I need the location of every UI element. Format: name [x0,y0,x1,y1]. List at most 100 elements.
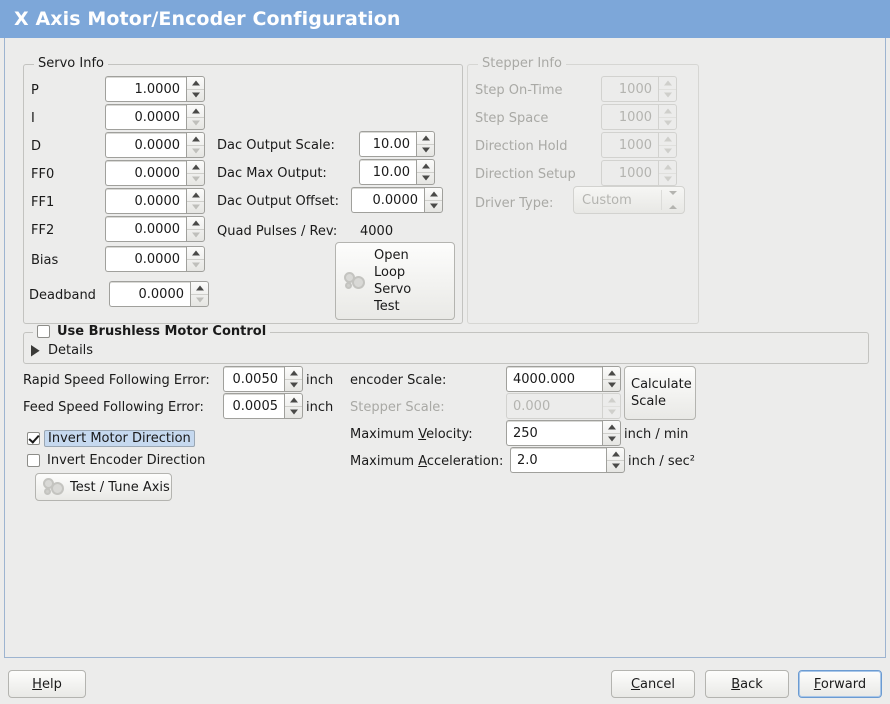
spin-up-icon[interactable] [425,188,442,201]
servo-spin-buttons-d[interactable] [186,132,205,158]
spin-down-icon[interactable] [285,407,302,419]
spin-down-icon[interactable] [417,173,434,185]
servo-spin-buttons-ff1[interactable] [186,188,205,214]
spin-down-icon[interactable] [603,380,620,392]
help-label: Help [32,676,62,692]
back-button[interactable]: Back [705,670,789,698]
maximum-velocity-value[interactable]: 250 [506,420,602,446]
help-button[interactable]: Help [8,670,86,698]
maximum-acceleration-input[interactable]: 2.0 [510,447,625,473]
rapid-speed-following-error-value[interactable]: 0.0050 [223,366,284,392]
servo-input-deadband[interactable]: 0.0000 [109,281,209,307]
forward-button[interactable]: Forward [798,670,882,698]
spin-down-icon[interactable] [417,145,434,157]
dac-max-output-value[interactable]: 10.00 [359,159,416,185]
feed-speed-following-error-input[interactable]: 0.0005 [223,393,303,419]
spin-down-icon[interactable] [285,380,302,392]
servo-input-d[interactable]: 0.0000 [105,132,205,158]
dac-output-scale-spin-buttons[interactable] [416,131,435,157]
servo-value-p[interactable]: 1.0000 [105,76,186,102]
spin-up-icon[interactable] [187,77,204,90]
spin-down-icon[interactable] [187,174,204,186]
servo-spin-buttons-i[interactable] [186,104,205,130]
dac-max-output-spin-buttons[interactable] [416,159,435,185]
encoder-scale-input[interactable]: 4000.000 [506,366,621,392]
spin-up-icon[interactable] [417,132,434,145]
servo-spin-buttons-p[interactable] [186,76,205,102]
servo-spin-buttons-ff2[interactable] [186,216,205,242]
use-brushless-motor-control-checkbox[interactable]: Use Brushless Motor Control [33,324,271,339]
dac-output-scale-value[interactable]: 10.00 [359,131,416,157]
maximum-velocity-input[interactable]: 250 [506,420,621,446]
spin-down-icon[interactable] [603,434,620,446]
servo-spin-buttons-deadband[interactable] [190,281,209,307]
invert-motor-direction-checkbox[interactable]: Invert Motor Direction [27,430,195,447]
spin-down-icon[interactable] [187,260,204,272]
spin-down-icon[interactable] [187,202,204,214]
stepper-scale-label: Stepper Scale: [350,400,445,415]
driver-type-select[interactable]: Custom [573,186,685,214]
step-space-spin-buttons [658,104,677,130]
spin-up-icon[interactable] [285,394,302,407]
servo-value-d[interactable]: 0.0000 [105,132,186,158]
dac-max-output-input[interactable]: 10.00 [359,159,435,185]
servo-input-ff1[interactable]: 0.0000 [105,188,205,214]
spin-up-icon[interactable] [285,367,302,380]
spin-up-icon[interactable] [603,367,620,380]
encoder-scale-spin-buttons[interactable] [602,366,621,392]
spin-down-icon[interactable] [607,461,624,473]
dac-output-offset-spin-buttons[interactable] [424,187,443,213]
spin-up-icon[interactable] [187,133,204,146]
servo-label-i: I [31,111,35,126]
cancel-button[interactable]: Cancel [611,670,695,698]
servo-value-i[interactable]: 0.0000 [105,104,186,130]
servo-value-deadband[interactable]: 0.0000 [109,281,190,307]
dac-output-offset-value[interactable]: 0.0000 [351,187,424,213]
spin-down-icon[interactable] [187,90,204,102]
rapid-speed-following-error-input[interactable]: 0.0050 [223,366,303,392]
spin-up-icon[interactable] [187,161,204,174]
invert-encoder-direction-checkbox[interactable]: Invert Encoder Direction [27,453,205,468]
spin-up-icon[interactable] [187,247,204,260]
servo-value-ff0[interactable]: 0.0000 [105,160,186,186]
details-expander[interactable]: Details [31,343,93,358]
servo-input-bias[interactable]: 0.0000 [105,246,205,272]
spin-down-icon[interactable] [425,201,442,213]
calculate-scale-button[interactable]: Calculate Scale [624,366,696,420]
spin-up-icon[interactable] [417,160,434,173]
servo-input-i[interactable]: 0.0000 [105,104,205,130]
servo-value-ff1[interactable]: 0.0000 [105,188,186,214]
feed-spin-buttons[interactable] [284,393,303,419]
spin-down-icon[interactable] [187,230,204,242]
checkbox-box[interactable] [27,432,40,445]
feed-speed-following-error-value[interactable]: 0.0005 [223,393,284,419]
spin-down-icon[interactable] [191,295,208,307]
servo-input-p[interactable]: 1.0000 [105,76,205,102]
chevron-right-icon [31,345,40,357]
encoder-scale-value[interactable]: 4000.000 [506,366,602,392]
spin-down-icon[interactable] [187,118,204,130]
spin-up-icon[interactable] [187,217,204,230]
checkbox-box[interactable] [37,325,50,338]
spin-down-icon[interactable] [187,146,204,158]
rapid-spin-buttons[interactable] [284,366,303,392]
spin-up-icon[interactable] [603,421,620,434]
maximum-acceleration-value[interactable]: 2.0 [510,447,606,473]
maximum-velocity-spin-buttons[interactable] [602,420,621,446]
checkbox-box[interactable] [27,454,40,467]
open-loop-servo-test-button[interactable]: Open Loop Servo Test [335,242,455,320]
servo-input-ff2[interactable]: 0.0000 [105,216,205,242]
dac-output-offset-input[interactable]: 0.0000 [351,187,443,213]
dac-output-scale-input[interactable]: 10.00 [359,131,435,157]
maximum-acceleration-spin-buttons[interactable] [606,447,625,473]
servo-spin-buttons-ff0[interactable] [186,160,205,186]
spin-up-icon[interactable] [191,282,208,295]
servo-spin-buttons-bias[interactable] [186,246,205,272]
servo-input-ff0[interactable]: 0.0000 [105,160,205,186]
spin-up-icon[interactable] [187,189,204,202]
servo-value-bias[interactable]: 0.0000 [105,246,186,272]
spin-up-icon[interactable] [187,105,204,118]
test-tune-axis-button[interactable]: Test / Tune Axis [35,473,172,501]
spin-up-icon[interactable] [607,448,624,461]
servo-value-ff2[interactable]: 0.0000 [105,216,186,242]
